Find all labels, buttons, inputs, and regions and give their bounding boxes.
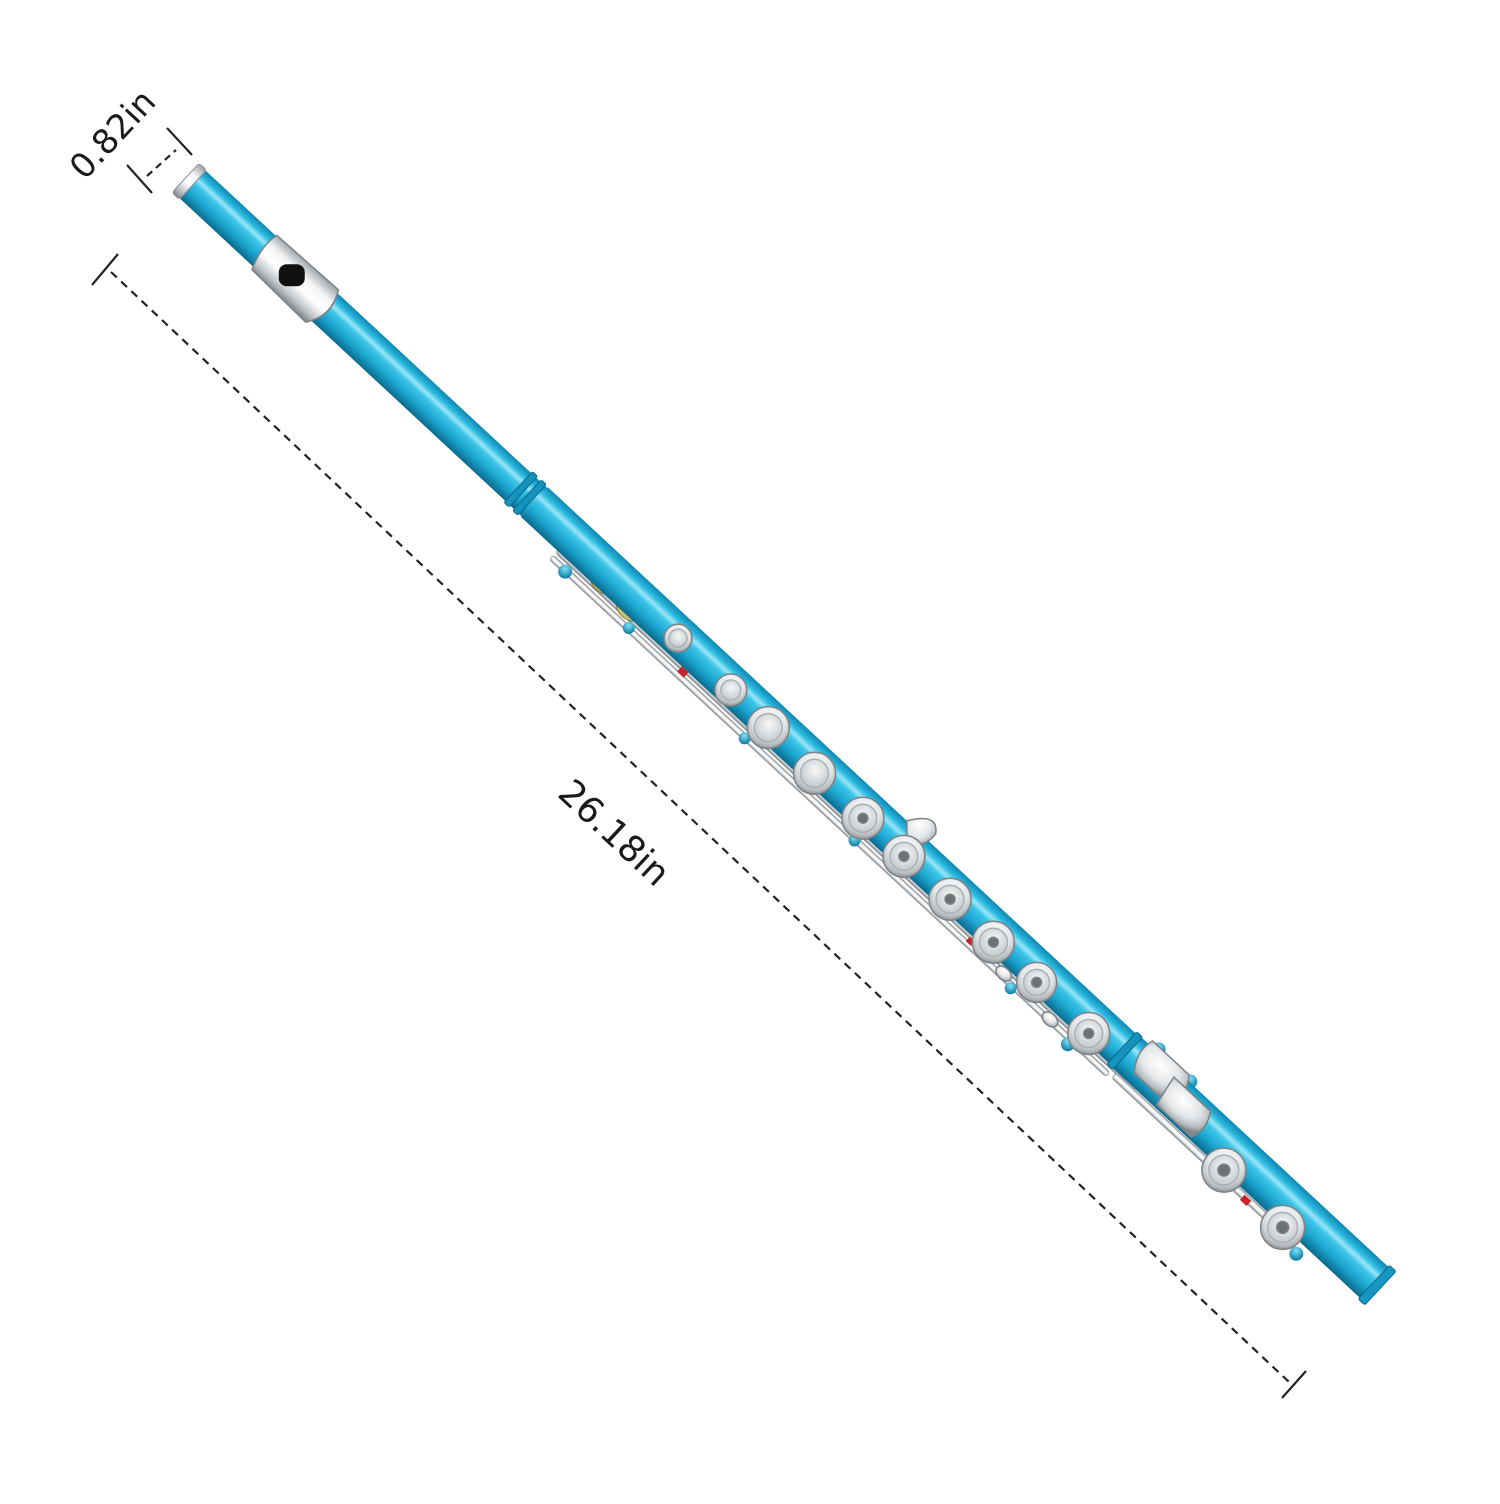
foot-joint-keys xyxy=(1133,1040,1306,1251)
embouchure-hole xyxy=(278,264,305,287)
key-2 xyxy=(792,751,837,796)
key-7 xyxy=(1015,961,1058,1004)
crown-cap xyxy=(172,164,206,199)
flute xyxy=(172,164,1396,1305)
roller-key-2 xyxy=(1155,1075,1212,1139)
key-5 xyxy=(928,877,972,921)
dimension-dashed-line xyxy=(110,271,1290,1383)
foot-end-ring xyxy=(1358,1265,1396,1305)
dimension-dashed-line xyxy=(146,149,177,177)
tenon-rings xyxy=(504,471,1143,1070)
key-3 xyxy=(841,796,885,840)
length-dimension-marker xyxy=(91,253,1307,1399)
foot-key-1 xyxy=(1201,1147,1247,1193)
dimension-tick-right xyxy=(166,127,193,156)
key-1 xyxy=(746,705,791,750)
key-trill-1 xyxy=(663,623,693,653)
dimension-tick-top xyxy=(91,253,119,286)
dimension-tick-left xyxy=(126,164,153,194)
body-keys xyxy=(663,623,1111,1056)
head-joint xyxy=(177,168,548,516)
key-4 xyxy=(882,834,926,879)
key-trill-2 xyxy=(714,673,748,707)
embouchure-lip-plate xyxy=(251,234,340,323)
foot-key-2 xyxy=(1259,1204,1306,1251)
dimension-tick-bottom xyxy=(1281,1370,1307,1399)
key-8 xyxy=(1066,1011,1111,1056)
key-6 xyxy=(971,920,1016,964)
diameter-dimension-marker xyxy=(126,127,193,194)
